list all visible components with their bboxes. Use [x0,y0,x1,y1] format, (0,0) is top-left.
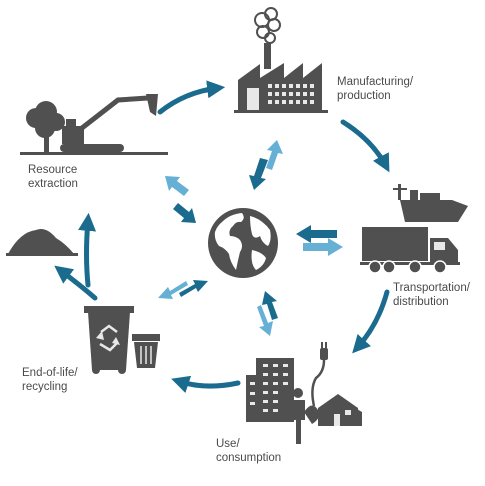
truck-ship-icon [360,184,468,274]
exchange-arrows [158,140,343,336]
exchange-arrow-to-manufacturing [266,140,283,170]
stage-label-resource: Resource extraction [28,164,78,190]
exchange-arrow-from-transport [296,225,337,243]
cycle-arrow-use-to-eol [171,375,241,393]
excavator-tree-icon [20,94,168,155]
cycle-arrows [54,80,390,393]
recycling-bins-icon [84,306,160,374]
stage-label-end-of-life: End-of-life/ recycling [22,367,78,393]
cycle-arrow-transport-to-use [352,289,390,354]
globe-icon [208,208,278,278]
cycle-arrow-eol-to-landfill [54,265,98,301]
exchange-arrow-from-resource [173,203,196,223]
exchange-arrow-from-use [262,291,278,320]
stage-label-manufacturing: Manufacturing/ production [337,76,414,102]
cycle-arrow-eol-to-resource [78,212,97,288]
exchange-arrow-to-resource [165,176,189,196]
exchange-arrow-from-eol [179,280,208,297]
exchange-arrow-to-transport [303,238,343,256]
exchange-arrow-to-use [257,305,273,336]
landfill-icon [6,229,78,256]
city-house-person-icon [246,342,362,444]
exchange-arrow-from-manufacturing [249,158,268,190]
factory-icon [234,7,328,113]
exchange-arrow-to-eol [158,281,188,299]
stage-label-transportation: Transportation/ distribution [393,282,470,308]
cycle-arrow-resource-to-manufacturing [157,80,226,115]
stage-label-use: Use/ consumption [216,438,282,464]
cycle-arrow-manufacturing-to-transport [340,119,390,173]
